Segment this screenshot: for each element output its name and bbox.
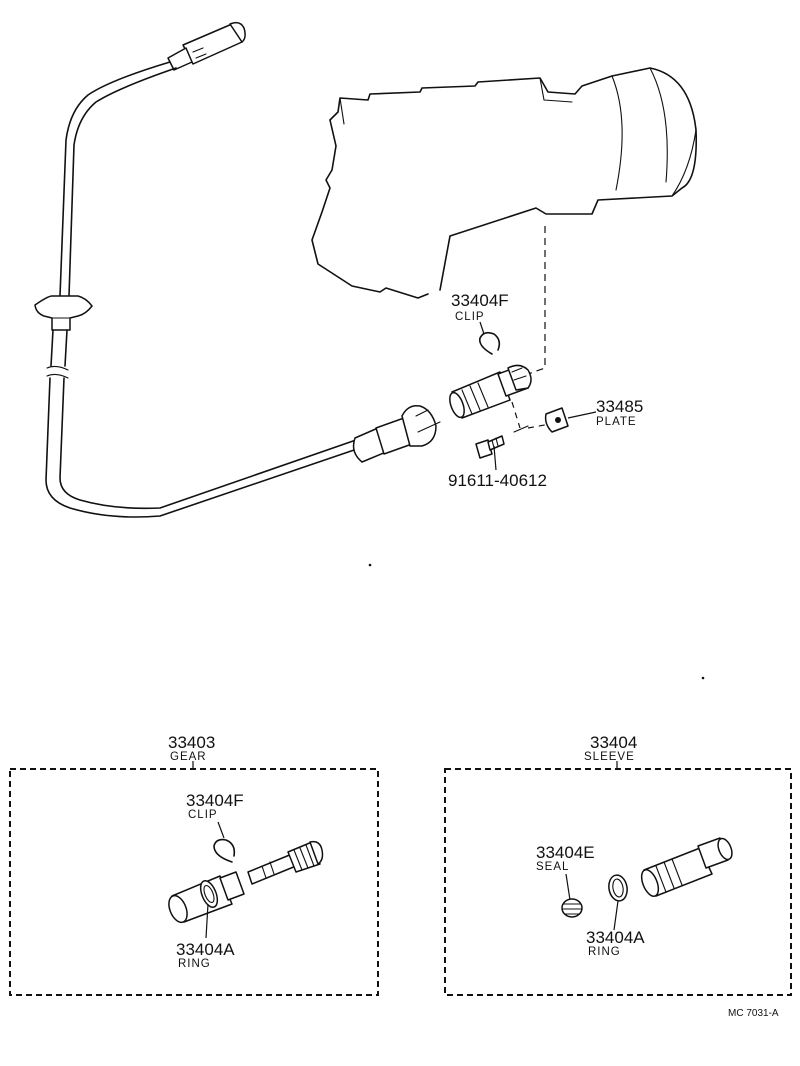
gear-shaft (247, 840, 324, 885)
gear-clip-name: CLIP (188, 809, 218, 821)
clip-top-number: 33404F (451, 291, 509, 310)
plate-name: PLATE (596, 416, 637, 428)
sleeve-ring-name: RING (588, 946, 621, 958)
sleeve-assembly-top (449, 364, 532, 419)
sleeve-name: SLEEVE (584, 751, 635, 763)
sleeve-seal (561, 898, 583, 918)
sleeve-body (640, 837, 733, 897)
clip-top-name: CLIP (455, 311, 485, 323)
cable-grommet (34, 295, 93, 331)
speedometer-cable (34, 21, 441, 518)
gear-number: 33403 (168, 733, 215, 752)
gear-body (168, 871, 245, 924)
sleeve-kit-box (444, 761, 792, 996)
sleeve-seal-number: 33404E (536, 843, 595, 862)
cable-bottom-connector (352, 404, 441, 463)
figure-code: MC 7031-A (728, 1008, 779, 1019)
sleeve-ring-number: 33404A (586, 928, 645, 947)
assembly-guide-lines (511, 226, 551, 433)
sleeve-number: 33404 (590, 733, 637, 752)
bolt-number: 91611-40612 (448, 471, 547, 490)
gear-kit-box (9, 761, 379, 996)
gear-name: GEAR (170, 751, 207, 763)
gear-clip (213, 838, 236, 863)
sleeve-seal-name: SEAL (536, 861, 569, 873)
transmission-housing (311, 67, 698, 299)
gear-ring-name: RING (178, 958, 211, 970)
sleeve-ring (608, 874, 628, 902)
gear-ring-number: 33404A (176, 940, 235, 959)
gear-clip-number: 33404F (186, 791, 244, 810)
cable-top-connector (167, 21, 246, 71)
clip-top (478, 331, 501, 355)
plate (544, 407, 569, 433)
bolt (475, 435, 505, 459)
plate-number: 33485 (596, 397, 643, 416)
